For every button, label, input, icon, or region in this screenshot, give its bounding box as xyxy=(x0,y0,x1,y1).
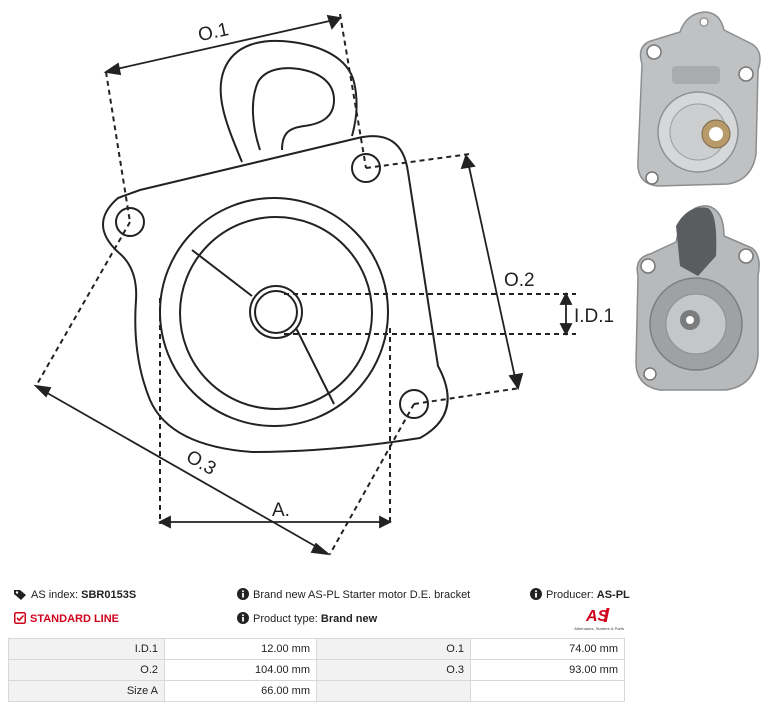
shaft-hole-inner xyxy=(254,290,298,334)
spec-value: 12.00 mm xyxy=(164,638,317,660)
logo-mark: AS xyxy=(585,608,609,625)
bracket-outline xyxy=(102,135,449,453)
producer-value: AS-PL xyxy=(596,589,630,601)
producer-label: Producer: xyxy=(546,589,594,601)
mount-hole-left xyxy=(115,207,145,237)
logo-tagline: Alternators, Starters & Parts xyxy=(574,626,624,631)
table-row: Size A 66.00 mm xyxy=(8,680,625,702)
wedge-cutout xyxy=(191,249,335,405)
shaft-hole-outer xyxy=(249,285,303,339)
mount-hole-bottom-right xyxy=(399,389,429,419)
spec-label xyxy=(316,680,471,702)
specs-table: I.D.1 12.00 mm O.1 74.00 mm O.2 104.00 m… xyxy=(8,638,625,702)
table-row: I.D.1 12.00 mm O.1 74.00 mm xyxy=(8,638,625,660)
info-icon xyxy=(237,612,249,624)
product-description: Brand new AS-PL Starter motor D.E. brack… xyxy=(237,588,470,602)
info-icon xyxy=(530,588,542,600)
as-index-value: SBR0153S xyxy=(81,589,137,601)
info-icon xyxy=(237,588,249,600)
spec-value: 66.00 mm xyxy=(164,680,317,702)
spec-label: O.1 xyxy=(316,638,471,660)
label-o2: O.2 xyxy=(504,270,535,291)
spec-label: I.D.1 xyxy=(8,638,165,660)
spec-value: 74.00 mm xyxy=(470,638,625,660)
product-type: Product type: Brand new xyxy=(237,612,377,626)
tag-icon xyxy=(14,590,26,600)
spec-label: Size A xyxy=(8,680,165,702)
spec-value: 93.00 mm xyxy=(470,659,625,681)
as-index: AS index: SBR0153S xyxy=(14,588,136,602)
product-type-value: Brand new xyxy=(320,613,378,625)
technical-drawing: O.1 O.2 O.3 I.D.1 A. xyxy=(33,13,614,556)
bracket-eye-outline xyxy=(219,39,358,163)
spec-label: O.2 xyxy=(8,659,165,681)
standard-line-badge: STANDARD LINE xyxy=(14,612,119,626)
producer: Producer: AS-PL xyxy=(530,588,630,602)
spec-value: 104.00 mm xyxy=(164,659,317,681)
table-row: O.2 104.00 mm O.3 93.00 mm xyxy=(8,659,625,681)
bracket-eye-inner xyxy=(251,67,335,151)
label-o1: O.1 xyxy=(196,19,230,46)
spec-value xyxy=(470,680,625,702)
as-index-label: AS index: xyxy=(31,589,79,601)
bracket-photo-front xyxy=(637,11,761,187)
outer-ring xyxy=(159,197,389,427)
mount-hole-top-right xyxy=(351,153,381,183)
spec-label: O.3 xyxy=(316,659,471,681)
checkbox-checked-icon xyxy=(14,612,26,624)
standard-line-text: STANDARD LINE xyxy=(30,613,120,625)
label-a: A. xyxy=(272,500,290,521)
as-pl-logo: AS Alternators, Starters & Parts xyxy=(574,608,624,631)
bracket-photo-back xyxy=(635,205,760,391)
label-o3: O.3 xyxy=(182,446,219,479)
description-text: Brand new AS-PL Starter motor D.E. brack… xyxy=(253,589,471,601)
inner-ring xyxy=(179,216,373,410)
product-type-label: Product type: xyxy=(253,613,318,625)
label-id1: I.D.1 xyxy=(574,306,614,327)
